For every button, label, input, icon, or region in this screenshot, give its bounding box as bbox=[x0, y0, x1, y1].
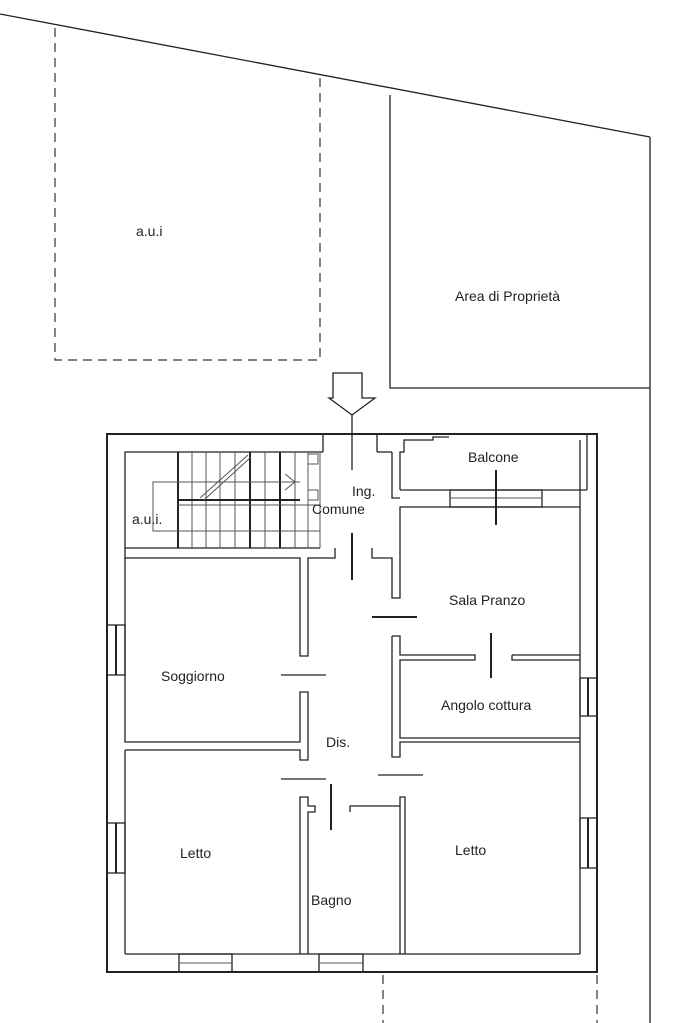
site-boundaries bbox=[0, 13, 651, 1023]
label-balcone: Balcone bbox=[468, 449, 519, 465]
staircase bbox=[152, 452, 321, 548]
label-sala-pranzo: Sala Pranzo bbox=[449, 592, 525, 608]
label-aui-stairs: a.u.i. bbox=[132, 511, 162, 527]
label-aui-top: a.u.i bbox=[136, 223, 162, 239]
down-arrow-icon bbox=[327, 372, 377, 470]
label-disimpegno: Dis. bbox=[326, 734, 350, 750]
balcony bbox=[399, 434, 588, 525]
label-angolo-cottura: Angolo cottura bbox=[441, 697, 531, 713]
windows bbox=[106, 624, 598, 973]
label-soggiorno: Soggiorno bbox=[161, 668, 225, 684]
label-letto-left: Letto bbox=[180, 845, 211, 861]
label-area-proprieta: Area di Proprietà bbox=[455, 288, 560, 304]
doors bbox=[281, 533, 492, 830]
label-comune: Comune bbox=[312, 501, 365, 517]
label-ingresso: Ing. bbox=[352, 483, 375, 499]
label-bagno: Bagno bbox=[311, 892, 352, 908]
label-letto-right: Letto bbox=[455, 842, 486, 858]
